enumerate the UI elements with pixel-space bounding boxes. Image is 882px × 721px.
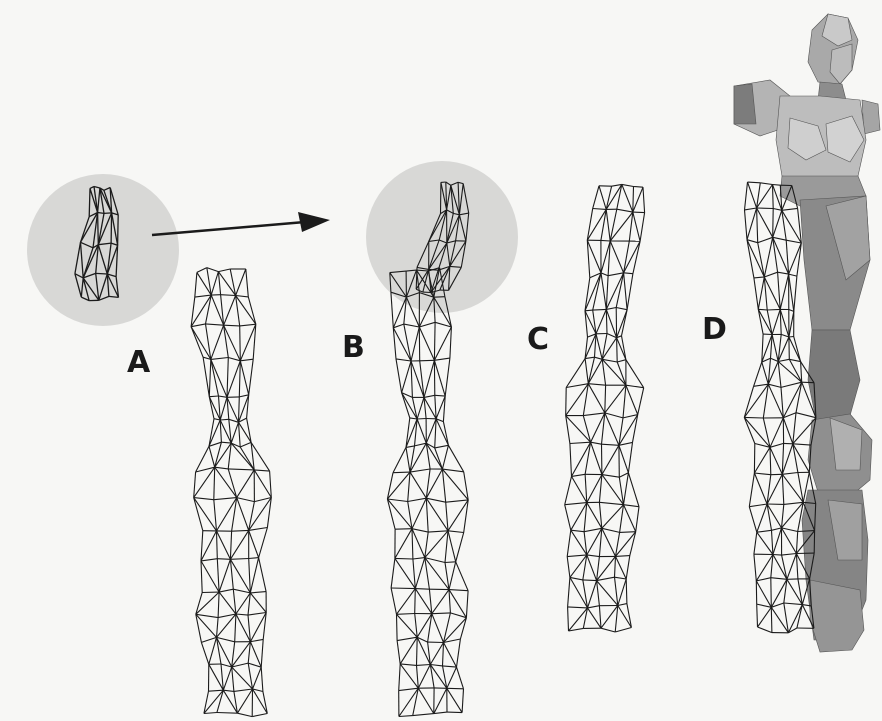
mesh-edge xyxy=(744,417,763,418)
mesh-edge xyxy=(802,382,814,383)
mesh-edge xyxy=(773,185,781,186)
mesh-edge xyxy=(617,338,618,362)
mesh-edge xyxy=(434,297,445,298)
mesh-edge xyxy=(96,273,108,274)
mesh-edge xyxy=(773,185,774,209)
mesh-edge xyxy=(626,579,627,604)
mesh-edge xyxy=(420,360,435,361)
mesh-edge xyxy=(415,589,416,614)
mesh-edge xyxy=(633,212,645,213)
mesh-edge xyxy=(98,213,99,245)
panel-label-a: A xyxy=(127,345,150,380)
mesh-edge xyxy=(773,555,782,556)
mesh-edge xyxy=(395,558,413,559)
mesh-edge xyxy=(415,589,429,590)
mesh-edge xyxy=(217,559,230,560)
mesh-edge xyxy=(397,614,398,640)
mesh-edge xyxy=(391,588,415,589)
mesh-edge xyxy=(447,712,462,713)
highlight-circle-a xyxy=(27,174,179,326)
mesh-edge xyxy=(393,472,410,473)
panel-label-c: C xyxy=(527,322,549,357)
mesh-edge xyxy=(434,322,435,360)
mesh-edge xyxy=(395,529,412,530)
mesh-edge xyxy=(89,188,90,216)
mesh-edge xyxy=(601,240,610,241)
mesh-edge xyxy=(209,396,218,397)
panel-label-d: D xyxy=(702,312,727,347)
mesh-edge xyxy=(566,388,567,416)
mesh-edge xyxy=(767,309,780,310)
mesh-edge xyxy=(118,215,119,245)
mesh-edge xyxy=(224,325,240,326)
mesh-edge xyxy=(417,419,426,420)
mesh-edge xyxy=(758,309,767,310)
mesh-edge xyxy=(104,213,112,214)
mesh-edge xyxy=(447,688,464,689)
mesh-edge xyxy=(240,326,241,361)
mesh-edge xyxy=(789,337,794,338)
mesh-edge xyxy=(773,209,774,238)
panel-label-b: B xyxy=(342,330,365,365)
mesh-edge xyxy=(445,562,456,563)
mesh-edge xyxy=(583,580,597,581)
mesh-edge xyxy=(771,578,772,608)
mesh-edge xyxy=(606,309,607,333)
mesh-edge xyxy=(98,213,104,214)
mesh-edge xyxy=(748,182,761,183)
mesh-edge xyxy=(771,607,772,632)
mesh-edge xyxy=(111,213,112,243)
mesh-edge xyxy=(217,713,238,714)
mesh-edge xyxy=(417,637,418,665)
mesh-edge xyxy=(585,310,593,311)
mesh-edge xyxy=(633,187,634,213)
mesh-edge xyxy=(593,309,607,310)
mesh-edge xyxy=(220,419,229,420)
mesh-edge xyxy=(634,187,644,188)
mesh-edge xyxy=(620,532,636,533)
mesh-edge xyxy=(757,208,774,209)
